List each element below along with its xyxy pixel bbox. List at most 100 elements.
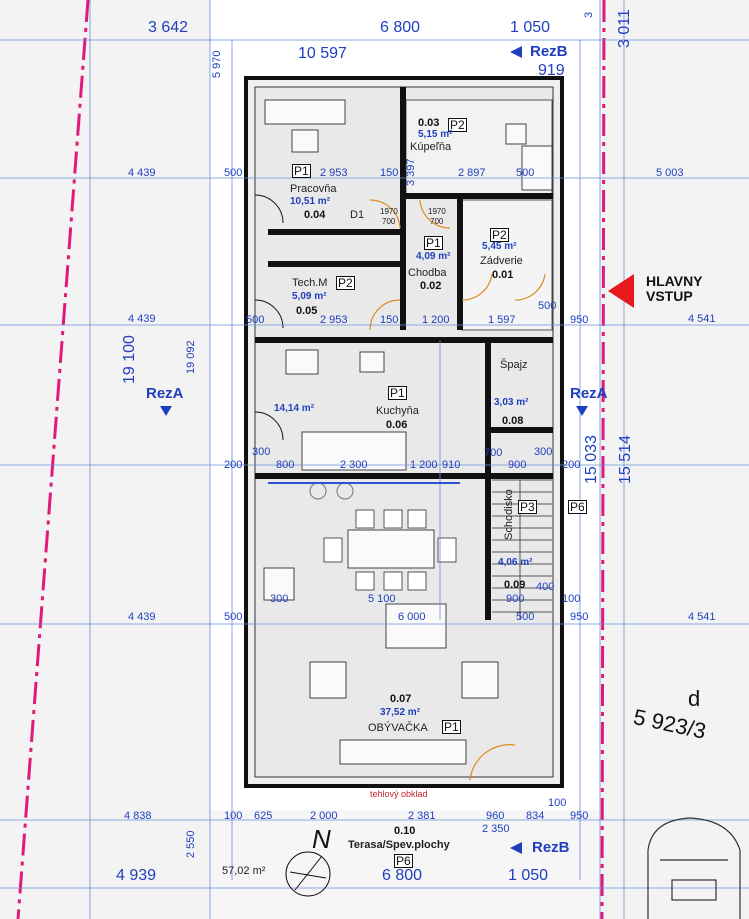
obyvacka-code: 0.07: [390, 693, 412, 705]
pracovna-tag: P1: [292, 164, 311, 178]
dim-left-19092: 19 092: [185, 340, 197, 374]
entrance-arrow-icon: [608, 274, 634, 308]
pracovna-code: 0.04: [304, 209, 326, 221]
zadverie-tag: P2: [490, 228, 509, 242]
spajz-code: 0.08: [502, 415, 524, 427]
dim-r2-1200: 1 200: [422, 314, 450, 326]
rezb-bottom-marker-icon: [510, 842, 522, 854]
dim-r5-960: 960: [486, 810, 505, 822]
obyvacka-name: OBÝVAČKA: [368, 722, 428, 734]
entrance-line-2: VSTUP: [646, 288, 693, 305]
dim-r3-200: 200: [224, 459, 243, 471]
dim-r5-2381: 2 381: [408, 810, 436, 822]
dim-r3-800: 800: [276, 459, 295, 471]
dim-r4-900: 900: [506, 593, 525, 605]
terasa-code: 0.10: [394, 825, 416, 837]
kuchyna-tag: P1: [388, 386, 407, 400]
dim-r3-700: 700: [484, 447, 503, 459]
dim-right-5003: 5 003: [656, 167, 684, 179]
terasa-name: Terasa/Spev.plochy: [348, 839, 450, 851]
dim-r2-1597: 1 597: [488, 314, 516, 326]
main-entrance-label: HLAVNY VSTUP: [646, 273, 703, 305]
interior-walls: [255, 87, 553, 620]
left-site-area: [0, 0, 210, 919]
dim-bottom-4838: 4 838: [124, 810, 152, 822]
tech-tag: P2: [336, 276, 355, 290]
dim-r2-950: 950: [570, 314, 589, 326]
obyvacka-tag: P1: [442, 720, 461, 734]
dim-left-4439-c: 4 439: [128, 611, 156, 623]
dim-r2-500: 500: [246, 314, 265, 326]
dim-r4-100: 100: [562, 593, 581, 605]
brick-cladding-note: tehlový obklad: [370, 789, 428, 799]
dim-r5-100b: 100: [548, 797, 567, 809]
spajz-area: 3,03 m²: [494, 397, 529, 408]
spajz-name: Špajz: [500, 359, 528, 371]
dim-right-15033: 15 033: [583, 435, 600, 484]
reza-right-marker-icon: [576, 406, 588, 416]
car-outline-icon: [647, 817, 741, 919]
furniture: [263, 99, 553, 765]
zadverie-code: 0.01: [492, 269, 514, 281]
reza-left-marker-icon: [160, 406, 172, 416]
dim-r3-200b: 200: [562, 459, 581, 471]
north-label: N: [312, 824, 331, 854]
dim-top-3: 1 050: [510, 19, 551, 36]
dim-r3-300b: 300: [534, 446, 553, 458]
dim-r5-2350: 2 350: [482, 823, 510, 835]
dim-top-8: 5 970: [211, 50, 223, 78]
reza-left-label: RezA: [146, 385, 184, 402]
dim-r1-2953: 2 953: [320, 167, 348, 179]
tech-name: Tech.M: [292, 277, 328, 289]
dim-r4-500b: 500: [516, 611, 535, 623]
dim-r1-150: 150: [380, 167, 399, 179]
chodba-code: 0.02: [420, 280, 442, 292]
door-d1-width: 1970: [380, 207, 398, 216]
rezb-top-label: RezB: [530, 43, 568, 60]
kuchyna-name: Kuchyňa: [376, 405, 419, 417]
chodba-area: 4,09 m²: [416, 251, 451, 262]
vestibule-floor: [461, 199, 553, 331]
tech-area: 5,09 m²: [292, 291, 327, 302]
door-d1: D1: [350, 209, 365, 221]
reza-right-label: RezA: [570, 385, 608, 402]
dim-bottom-1050: 1 050: [508, 867, 549, 884]
kupelna-area: 5,15 m²: [418, 129, 453, 140]
dim-r4-6000: 6 000: [398, 611, 426, 623]
dim-r4-950: 950: [570, 611, 589, 623]
dim-r5-950: 950: [570, 810, 589, 822]
dim-r3-2300: 2 300: [340, 459, 368, 471]
dim-r3-300: 300: [252, 446, 271, 458]
dim-r2-2953: 2 953: [320, 314, 348, 326]
door-swings-dark: [254, 194, 284, 441]
dim-r4-500: 500: [224, 611, 243, 623]
schodisko-name: Schodisko: [503, 489, 515, 540]
dim-top-7: 919: [538, 62, 565, 79]
dim-r5-834: 834: [526, 810, 545, 822]
dim-top-5: 3 011: [616, 9, 633, 48]
terasa-tag: P6: [394, 854, 413, 868]
kupelna-name: Kúpeľňa: [410, 141, 452, 153]
chodba-name: Chodba: [408, 267, 447, 279]
dim-right-4541-a: 4 541: [688, 313, 716, 325]
pracovna-name: Pracovňa: [290, 183, 337, 195]
dim-left-19100: 19 100: [121, 335, 138, 384]
zadverie-area: 5,45 m²: [482, 241, 517, 252]
dining-chairs: [323, 509, 457, 591]
kuchyna-code: 0.06: [386, 419, 408, 431]
dim-bottom-4939: 4 939: [116, 867, 157, 884]
dim-r4-5100: 5 100: [368, 593, 396, 605]
kupelna-code: 0.03: [418, 117, 440, 129]
dim-left-4439-b: 4 439: [128, 313, 156, 325]
pracovna-area: 10,51 m²: [290, 196, 331, 207]
dim-r1-500b: 500: [516, 167, 535, 179]
dim-r4-300: 300: [270, 593, 289, 605]
dim-top-2: 6 800: [380, 19, 421, 36]
door-d2-height: 700: [430, 217, 444, 226]
dim-bottom-2550: 2 550: [185, 830, 197, 858]
dim-r3-1200: 1 200: [410, 459, 438, 471]
right-site-area: [600, 0, 749, 919]
chodba-tag: P1: [424, 236, 443, 250]
dim-r2-150: 150: [380, 314, 399, 326]
